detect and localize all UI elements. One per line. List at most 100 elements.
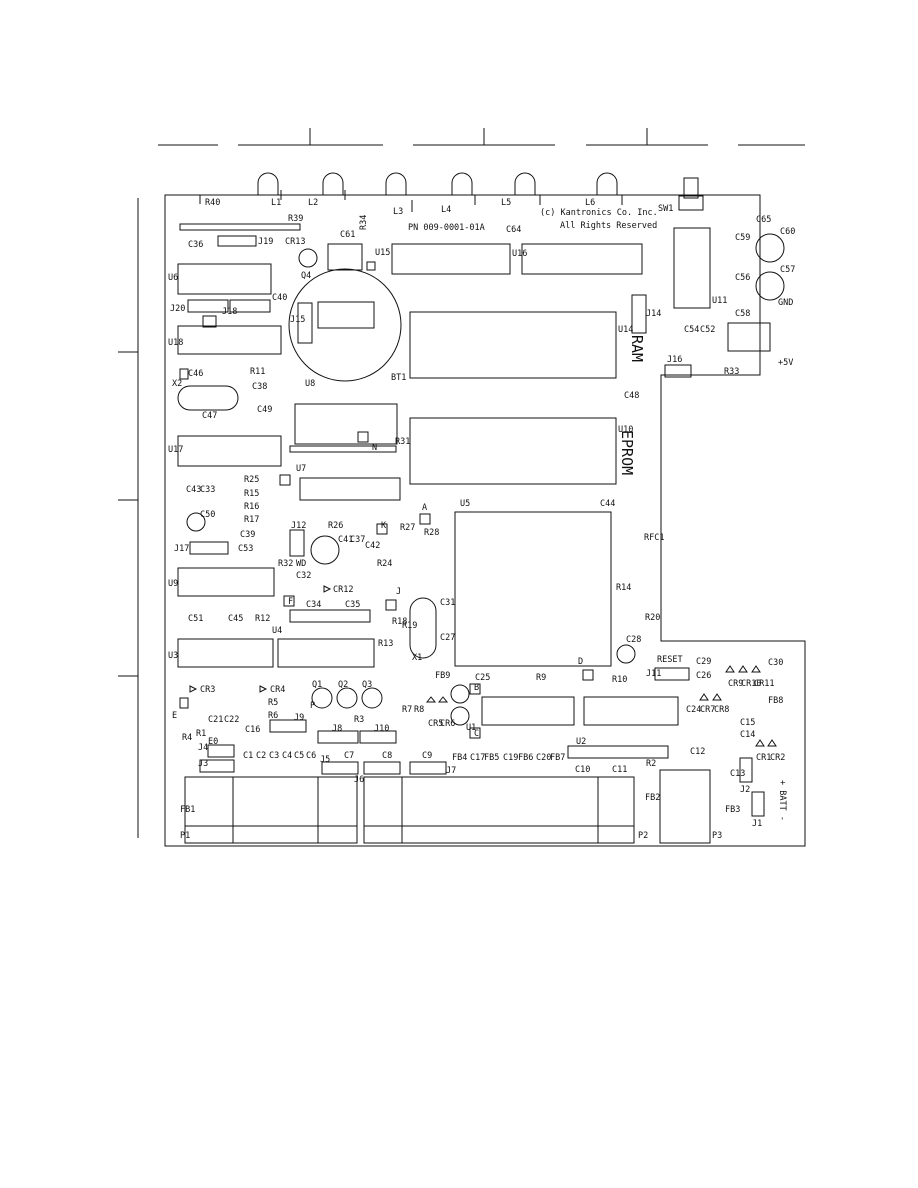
ref-cr2: CR2	[770, 753, 785, 763]
ref-c52: C52	[700, 325, 715, 335]
marker-c: C	[474, 729, 479, 739]
ref-r27: R27	[400, 523, 415, 533]
ref-fb4: FB4	[452, 753, 467, 763]
ref-c31: C31	[440, 598, 455, 608]
ref-c58: C58	[735, 309, 750, 319]
ref-r20: R20	[645, 613, 660, 623]
ref-r24: R24	[377, 559, 392, 569]
ref-c27: C27	[440, 633, 455, 643]
ref-u9: U9	[168, 579, 178, 589]
ref-c40: C40	[272, 293, 287, 303]
ref-c15: C15	[740, 718, 755, 728]
ref-r19: R19	[402, 621, 417, 631]
ref-c33: C33	[200, 485, 215, 495]
ref-fb3: FB3	[725, 805, 740, 815]
ref-c16: C16	[245, 725, 260, 735]
ref-c21: C21	[208, 715, 223, 725]
ref-j14: J14	[646, 309, 661, 319]
ref-r39: R39	[288, 214, 303, 224]
marker-k: K	[381, 521, 387, 531]
ref-c10: C10	[575, 765, 590, 775]
ref-u11: U11	[712, 296, 727, 306]
switch-label: SW1	[658, 204, 673, 214]
ref-j20: J20	[170, 304, 185, 314]
led-l2-label: L2	[308, 198, 318, 208]
ref-j10: J10	[374, 724, 389, 734]
ref-r4: R4	[182, 733, 192, 743]
ref-cr8: CR8	[714, 705, 729, 715]
led-l4-label: L4	[441, 205, 451, 215]
ref-u5: U5	[460, 499, 470, 509]
ref-j1: J1	[752, 819, 762, 829]
ref-u3: U3	[168, 651, 178, 661]
ref-cr7: CR7	[700, 705, 715, 715]
led-l6-label: L6	[585, 198, 595, 208]
part-number: PN 009-0001-01A	[408, 223, 485, 233]
ref-u14: U14	[618, 325, 633, 335]
ref-c37: C37	[350, 535, 365, 545]
ref-r10: R10	[612, 675, 627, 685]
ref-c22: C22	[224, 715, 239, 725]
ref-r32: R32	[278, 559, 293, 569]
ref-u4: U4	[272, 626, 282, 636]
ref-u7: U7	[296, 464, 306, 474]
ref-c26: C26	[696, 671, 711, 681]
ref-r17: R17	[244, 515, 259, 525]
ref-c53: C53	[238, 544, 253, 554]
ref-j19: J19	[258, 237, 273, 247]
ref-c2: C2	[256, 751, 266, 761]
ref-c45: C45	[228, 614, 243, 624]
marker-j: J	[396, 587, 401, 597]
ref-j18: J18	[222, 307, 237, 317]
ref-cr3: CR3	[200, 685, 215, 695]
ref-r26: R26	[328, 521, 343, 531]
ref-c14: C14	[740, 730, 755, 740]
ref-fb6: FB6	[518, 753, 533, 763]
ram-label: RAM	[628, 335, 646, 362]
ref-c51: C51	[188, 614, 203, 624]
ref-c42: C42	[365, 541, 380, 551]
ref-cr9: CR9	[728, 679, 743, 689]
ref-c43: C43	[186, 485, 201, 495]
ref-c6: C6	[306, 751, 316, 761]
ref-u6: U6	[168, 273, 178, 283]
ref-j16: J16	[667, 355, 682, 365]
ref-c20: C20	[536, 753, 551, 763]
ref-j6: J6	[354, 775, 364, 785]
ref-r8: R8	[414, 705, 424, 715]
ref-j3: J3	[198, 759, 208, 769]
ref-c25: C25	[475, 673, 490, 683]
ref-cr12: CR12	[333, 585, 353, 595]
reset-label: RESET	[657, 655, 683, 665]
ref-c49: C49	[257, 405, 272, 415]
ref-p3: P3	[712, 831, 722, 841]
ref-r2: R2	[646, 759, 656, 769]
ref-cr1: CR1	[756, 753, 771, 763]
ref-c41: C41	[338, 535, 353, 545]
marker-b: B	[474, 683, 479, 693]
ref-c36: C36	[188, 240, 203, 250]
copyright-line-1: (c) Kantronics Co. Inc.	[540, 208, 658, 218]
ref-j7: J7	[446, 766, 456, 776]
ref-c4: C4	[282, 751, 292, 761]
ref-fb1: FB1	[180, 805, 195, 815]
ref-r14: R14	[616, 583, 631, 593]
ref-c1: C1	[243, 751, 253, 761]
ref-c48: C48	[624, 391, 639, 401]
ref-u10: U10	[618, 425, 633, 435]
ref-r3: R3	[354, 715, 364, 725]
ref-fb2: FB2	[645, 793, 660, 803]
ref-c38: C38	[252, 382, 267, 392]
ref-u16: U16	[512, 249, 527, 259]
ref-p1: P1	[180, 831, 190, 841]
ref-c60: C60	[780, 227, 795, 237]
ref-c24: C24	[686, 705, 701, 715]
ref-j5: J5	[320, 755, 330, 765]
ref-r18: R18	[392, 617, 407, 627]
ref-c32: C32	[296, 571, 311, 581]
ref-u17: U17	[168, 445, 183, 455]
ref-c61: C61	[340, 230, 355, 240]
ref-wd: WD	[296, 559, 306, 569]
ref-r31: R31	[395, 437, 410, 447]
